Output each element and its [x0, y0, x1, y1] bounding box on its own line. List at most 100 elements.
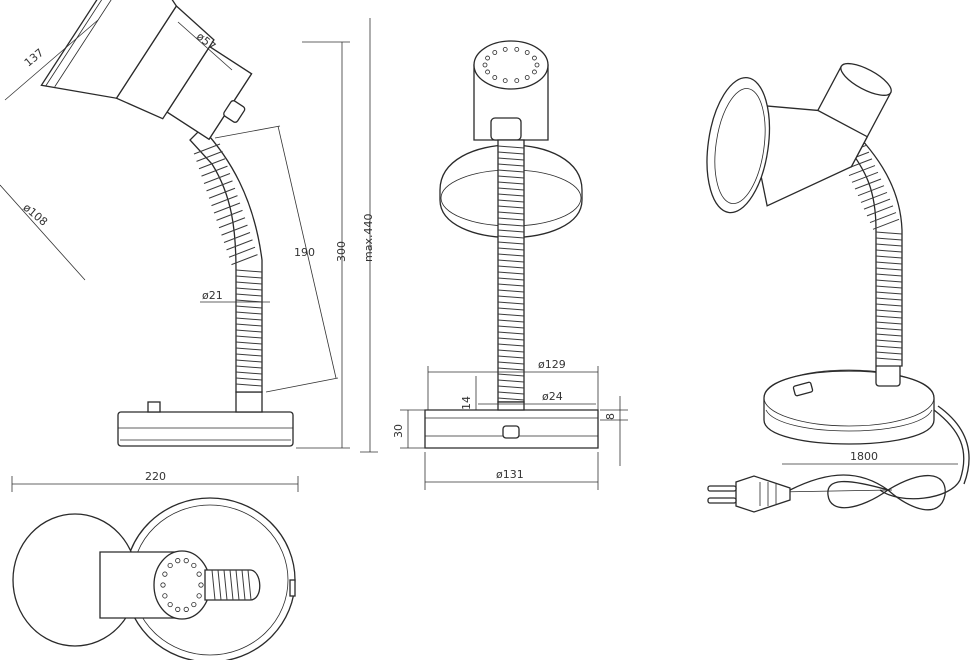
coil-ring — [235, 383, 263, 387]
coil-ring — [211, 569, 216, 601]
coil-ring — [218, 217, 246, 229]
vent-hole — [167, 601, 173, 608]
top-view: 220 — [11, 470, 299, 660]
perspective-shade — [706, 62, 892, 214]
coil-ring — [497, 301, 525, 305]
vent-hole — [175, 606, 181, 612]
coil-ring — [497, 397, 525, 401]
coil-ring — [497, 277, 525, 281]
coil-ring — [497, 241, 525, 245]
vent-hole — [492, 75, 498, 80]
coil-ring — [848, 165, 876, 177]
coil-ring — [497, 295, 525, 299]
coil-ring — [497, 187, 525, 191]
coil-ring — [875, 273, 903, 277]
coil-ring — [216, 209, 243, 221]
dim-neck-diameter: ø21 — [202, 289, 223, 302]
coil-ring — [235, 293, 263, 297]
dim-neck-length: 190 — [294, 246, 315, 259]
coil-ring — [497, 325, 525, 329]
coil-ring — [235, 329, 263, 333]
coil-ring — [875, 297, 903, 301]
vent-hole — [485, 55, 490, 61]
coil-ring — [497, 217, 525, 221]
coil-ring — [497, 253, 525, 257]
coil-ring — [875, 279, 903, 283]
coil-ring — [211, 195, 238, 207]
perspective-cable — [879, 409, 965, 500]
coil-ring — [228, 246, 256, 258]
vent-hole — [162, 571, 168, 577]
coil-ring — [497, 319, 525, 323]
vent-hole — [485, 69, 490, 75]
coil-ring — [875, 333, 903, 337]
vent-hole — [532, 55, 537, 61]
coil-ring — [196, 150, 223, 162]
perspective-switch — [792, 381, 814, 397]
dim-max-height: max.440 — [362, 214, 375, 262]
front-gooseneck-coils — [497, 145, 525, 401]
coil-ring — [497, 313, 525, 317]
vent-hole — [191, 601, 197, 608]
cable-coil — [789, 474, 946, 511]
coil-ring — [875, 345, 903, 349]
coil-ring — [497, 349, 525, 353]
dim-lamp-height: 300 — [335, 241, 348, 262]
coil-ring — [875, 351, 903, 355]
coil-ring — [497, 145, 525, 149]
vent-hole — [183, 558, 189, 564]
coil-ring — [860, 191, 888, 203]
coil-ring — [198, 158, 226, 170]
coil-ring — [235, 275, 263, 279]
coil-ring — [875, 303, 903, 307]
side-gooseneck-coils — [193, 143, 263, 387]
coil-ring — [866, 205, 894, 217]
coil-ring — [235, 377, 263, 381]
coil-ring — [875, 243, 903, 247]
coil-ring — [497, 331, 525, 335]
coil-ring — [235, 347, 263, 351]
coil-ring — [497, 211, 525, 215]
coil-ring — [201, 165, 228, 177]
coil-ring — [497, 379, 525, 383]
front-vent-holes — [482, 47, 540, 83]
coil-ring — [235, 311, 263, 315]
coil-ring — [497, 289, 525, 293]
coil-ring — [223, 232, 251, 243]
coil-ring — [875, 327, 903, 331]
coil-ring — [851, 171, 879, 183]
perspective-plug — [707, 475, 791, 513]
vent-hole — [524, 75, 530, 80]
vent-hole — [502, 78, 508, 83]
coil-ring — [497, 355, 525, 359]
coil-ring — [497, 235, 525, 239]
coil-ring — [223, 569, 228, 601]
coil-ring — [235, 317, 263, 321]
coil-ring — [497, 169, 525, 173]
coil-ring — [875, 249, 903, 253]
coil-ring — [497, 229, 525, 233]
coil-ring — [497, 283, 525, 287]
vent-hole — [196, 593, 202, 599]
coil-ring — [208, 187, 236, 199]
coil-ring — [217, 569, 222, 601]
coil-ring — [226, 239, 253, 251]
coil-ring — [497, 373, 525, 377]
side-switch — [147, 401, 161, 413]
coil-ring — [497, 265, 525, 269]
dim-base-height: 30 — [392, 424, 405, 438]
side-view: 137 ø57 ø108 190 ø21 300 max.440 — [0, 0, 378, 453]
coil-ring — [235, 359, 263, 363]
coil-ring — [875, 321, 903, 325]
front-view: ø129 14 ø24 30 8 ø131 — [392, 40, 628, 490]
coil-ring — [875, 261, 903, 265]
vent-hole — [532, 69, 537, 75]
dim-neck-base-height: 14 — [460, 396, 473, 410]
coil-ring — [497, 247, 525, 251]
coil-ring — [235, 305, 263, 309]
coil-ring — [235, 569, 240, 601]
coil-ring — [497, 223, 525, 227]
coil-ring — [235, 365, 263, 369]
vent-hole — [514, 47, 520, 52]
coil-ring — [497, 385, 525, 389]
